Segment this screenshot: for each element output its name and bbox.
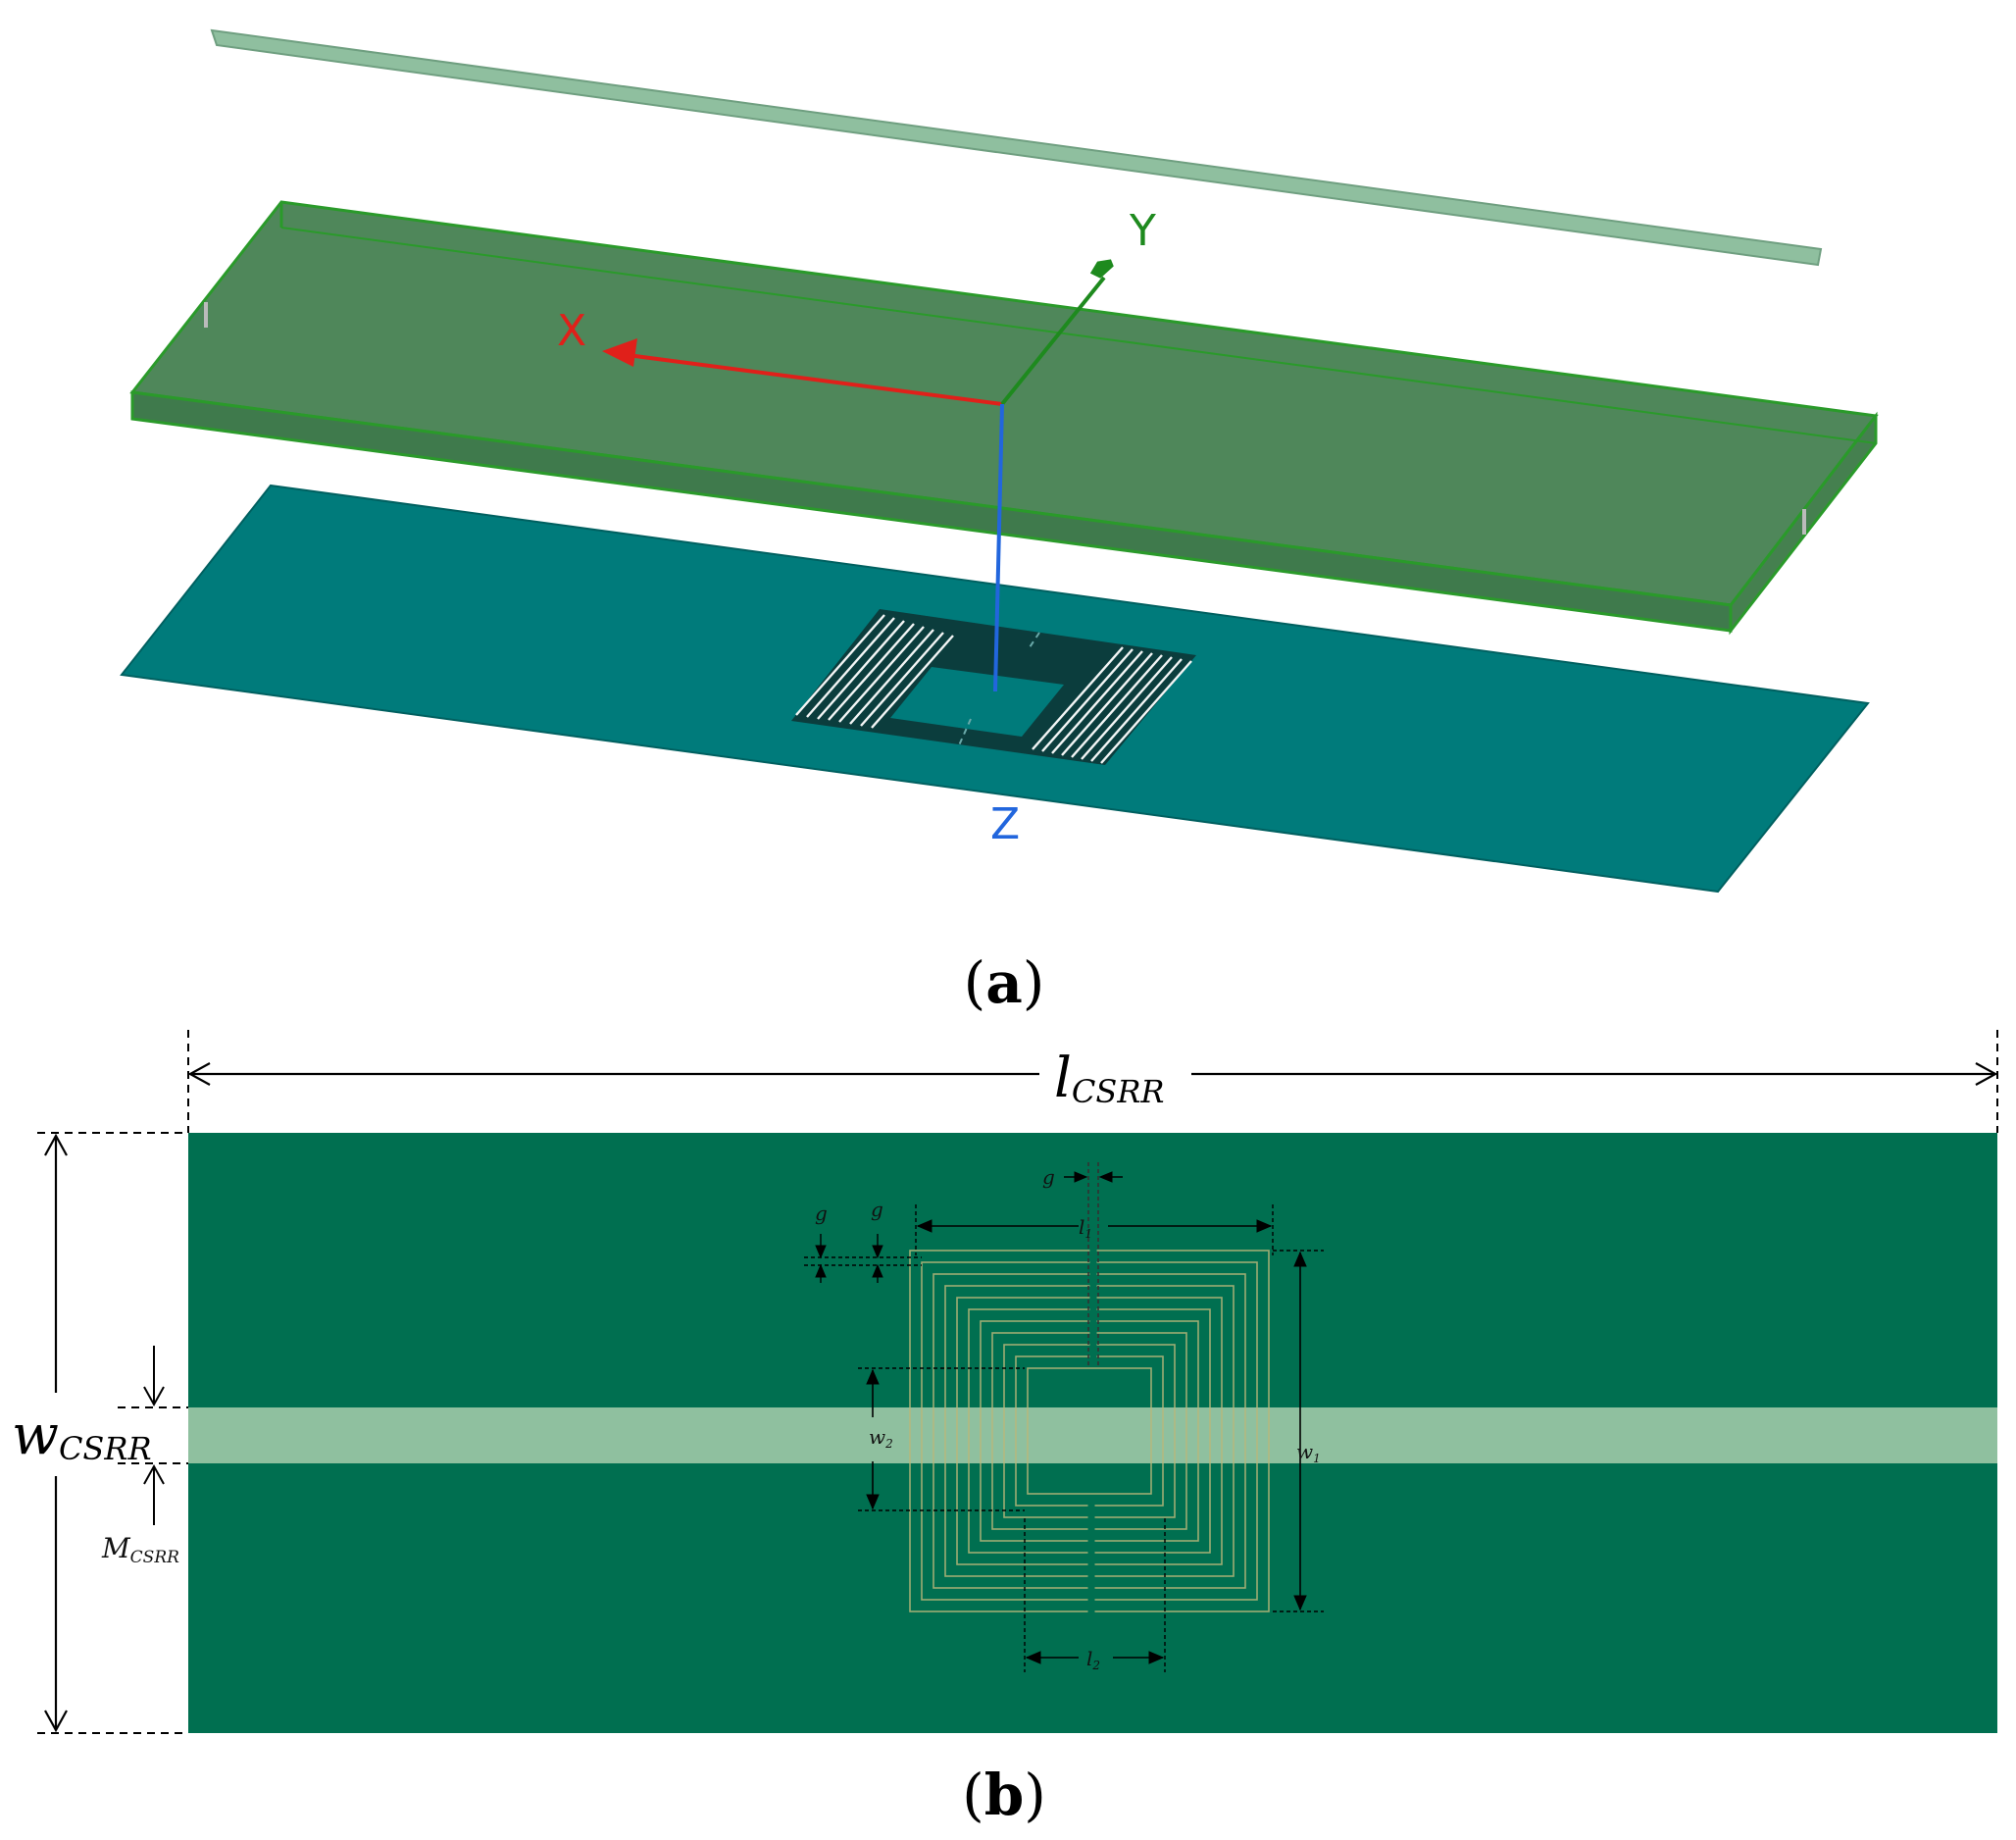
x-axis-line bbox=[627, 353, 1003, 406]
z-axis-label: Z bbox=[990, 799, 1020, 849]
label-w2: w2 bbox=[869, 1425, 893, 1451]
label-l1: l1 bbox=[1079, 1215, 1092, 1241]
csrr-dimension-lines bbox=[804, 1171, 1324, 1672]
panel-b-top-view: lCSRR wCSRR MCSRR g g g l1 l2 w1 w2 (b) bbox=[12, 1030, 1998, 1828]
dimension-lines bbox=[37, 1030, 1998, 1734]
y-axis-label: Y bbox=[1129, 206, 1156, 256]
label-g-top: g bbox=[1042, 1165, 1055, 1189]
csrr-split-gaps bbox=[1087, 1248, 1097, 1614]
x-axis-label: X bbox=[557, 306, 586, 356]
y-axis-arrowhead bbox=[1089, 259, 1114, 279]
label-w1: w1 bbox=[1296, 1440, 1321, 1465]
label-l2: l2 bbox=[1086, 1647, 1100, 1672]
panel-a-3d-view: X Y Z (a) bbox=[120, 28, 1879, 1016]
label-l-csrr: lCSRR bbox=[1054, 1047, 1165, 1110]
csrr-ring-lines-left bbox=[795, 614, 954, 729]
csrr-ring-lines-right bbox=[1032, 646, 1192, 764]
label-g-left-1: g bbox=[815, 1201, 828, 1225]
coordinate-axes: X Y Z bbox=[557, 206, 1156, 849]
label-m-csrr: MCSRR bbox=[101, 1532, 179, 1567]
top-microstrip-strip bbox=[210, 28, 1823, 267]
caption-a: (a) bbox=[964, 949, 1045, 1016]
label-g-left-2: g bbox=[871, 1198, 883, 1221]
z-axis-line bbox=[993, 403, 1004, 692]
microstrip-line bbox=[188, 1407, 1997, 1463]
y-axis-line bbox=[1000, 276, 1106, 406]
caption-b: (b) bbox=[962, 1762, 1046, 1828]
label-w-csrr: wCSRR bbox=[12, 1404, 152, 1467]
x-axis-arrowhead bbox=[602, 338, 637, 367]
